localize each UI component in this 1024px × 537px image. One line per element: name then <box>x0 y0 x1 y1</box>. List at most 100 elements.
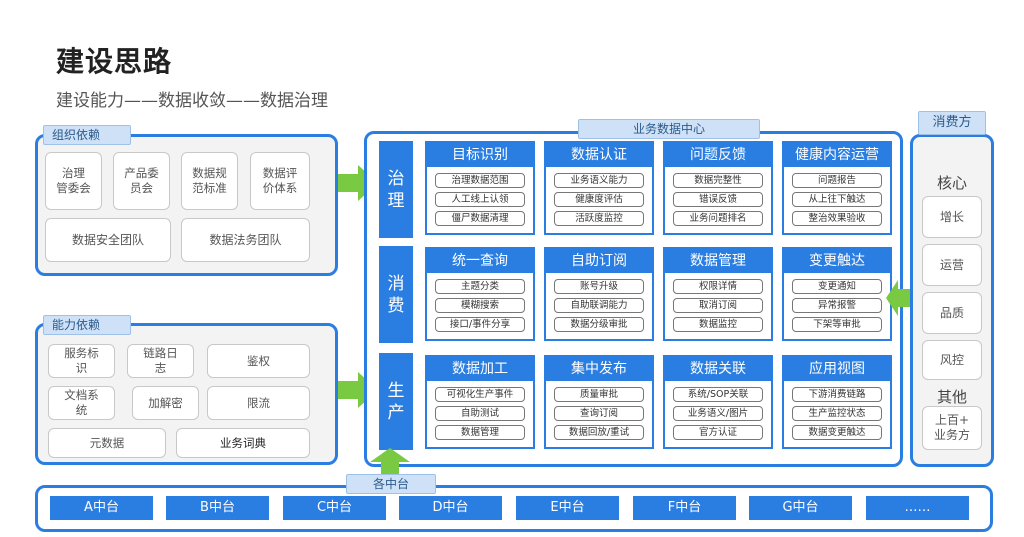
consumer-box: 品质 <box>922 292 982 334</box>
platform-item: E中台 <box>516 496 619 520</box>
business-data-center-label: 业务数据中心 <box>578 119 760 139</box>
card-item: 质量审批 <box>554 387 644 402</box>
card-title: 问题反馈 <box>665 143 771 167</box>
page-subtitle: 建设能力——数据收敛——数据治理 <box>56 91 328 111</box>
card-item: 数据管理 <box>435 425 525 440</box>
function-card: 数据管理 权限详情 取消订阅 数据监控 <box>663 247 773 341</box>
card-item: 僵尸数据清理 <box>435 211 525 226</box>
card-item: 取消订阅 <box>673 298 763 313</box>
card-item: 下架等审批 <box>792 317 882 332</box>
consumer-box: 运营 <box>922 244 982 286</box>
card-item: 系统/SOP关联 <box>673 387 763 402</box>
function-card: 数据加工 可视化生产事件 自助测试 数据管理 <box>425 355 535 449</box>
card-item: 治理数据范围 <box>435 173 525 188</box>
org-team-box: 数据安全团队 <box>45 218 171 262</box>
card-item: 自助联调能力 <box>554 298 644 313</box>
card-item: 数据回放/重试 <box>554 425 644 440</box>
card-item: 数据变更触达 <box>792 425 882 440</box>
card-item: 权限详情 <box>673 279 763 294</box>
org-box: 数据规 范标准 <box>181 152 238 210</box>
card-title: 集中发布 <box>546 357 652 381</box>
card-item: 数据完整性 <box>673 173 763 188</box>
function-card: 应用视图 下游消费链路 生产监控状态 数据变更触达 <box>782 355 892 449</box>
row-label-production: 生 产 <box>379 353 413 450</box>
capability-box: 文档系 统 <box>48 386 115 420</box>
platform-item: B中台 <box>166 496 269 520</box>
org-box: 治理 管委会 <box>45 152 102 210</box>
card-item: 变更通知 <box>792 279 882 294</box>
card-item: 业务语义/图片 <box>673 406 763 421</box>
capability-dependency-label: 能力依赖 <box>43 315 131 335</box>
page-title: 建设思路 <box>56 45 173 78</box>
card-item: 业务语义能力 <box>554 173 644 188</box>
row-label-consumption: 消 费 <box>379 246 413 343</box>
card-item: 官方认证 <box>673 425 763 440</box>
row-label-governance: 治 理 <box>379 141 413 238</box>
card-item: 可视化生产事件 <box>435 387 525 402</box>
function-card: 统一查询 主题分类 模糊搜索 接口/事件分享 <box>425 247 535 341</box>
org-box: 产品委 员会 <box>113 152 170 210</box>
up-arrow-icon <box>370 448 410 476</box>
card-title: 数据认证 <box>546 143 652 167</box>
card-item: 查询订阅 <box>554 406 644 421</box>
card-item: 主题分类 <box>435 279 525 294</box>
card-title: 变更触达 <box>784 249 890 273</box>
card-item: 生产监控状态 <box>792 406 882 421</box>
function-card: 数据关联 系统/SOP关联 业务语义/图片 官方认证 <box>663 355 773 449</box>
platforms-label: 各中台 <box>346 474 436 494</box>
platform-item: …… <box>866 496 969 520</box>
consumer-label: 消费方 <box>918 111 986 135</box>
function-card: 问题反馈 数据完整性 错误反馈 业务问题排名 <box>663 141 773 235</box>
consumer-other-label: 其他 <box>936 388 967 406</box>
card-item: 异常报警 <box>792 298 882 313</box>
org-dependency-label: 组织依赖 <box>43 125 131 145</box>
consumer-box: 上百+ 业务方 <box>922 406 982 450</box>
card-title: 数据管理 <box>665 249 771 273</box>
function-card: 健康内容运营 问题报告 从上往下触达 整治效果验收 <box>782 141 892 235</box>
card-title: 自助订阅 <box>546 249 652 273</box>
card-item: 活跃度监控 <box>554 211 644 226</box>
capability-box: 限流 <box>207 386 310 420</box>
capability-box: 鉴权 <box>207 344 310 378</box>
platform-item: G中台 <box>749 496 852 520</box>
platform-item: F中台 <box>633 496 736 520</box>
consumer-core-label: 核心 <box>936 174 967 192</box>
function-card: 集中发布 质量审批 查询订阅 数据回放/重试 <box>544 355 654 449</box>
card-title: 数据加工 <box>427 357 533 381</box>
platform-item: C中台 <box>283 496 386 520</box>
platform-item: D中台 <box>399 496 502 520</box>
org-box: 数据评 价体系 <box>250 152 310 210</box>
card-item: 整治效果验收 <box>792 211 882 226</box>
card-item: 模糊搜索 <box>435 298 525 313</box>
capability-box: 加解密 <box>132 386 199 420</box>
card-item: 从上往下触达 <box>792 192 882 207</box>
capability-box: 元数据 <box>48 428 166 458</box>
card-item: 账号升级 <box>554 279 644 294</box>
capability-box: 业务词典 <box>176 428 310 458</box>
function-card: 自助订阅 账号升级 自助联调能力 数据分级审批 <box>544 247 654 341</box>
capability-box: 链路日 志 <box>127 344 194 378</box>
card-item: 数据监控 <box>673 317 763 332</box>
capability-box: 服务标 识 <box>48 344 115 378</box>
card-item: 健康度评估 <box>554 192 644 207</box>
consumer-box: 增长 <box>922 196 982 238</box>
card-title: 统一查询 <box>427 249 533 273</box>
card-item: 人工线上认领 <box>435 192 525 207</box>
function-card: 变更触达 变更通知 异常报警 下架等审批 <box>782 247 892 341</box>
card-item: 下游消费链路 <box>792 387 882 402</box>
card-item: 业务问题排名 <box>673 211 763 226</box>
function-card: 数据认证 业务语义能力 健康度评估 活跃度监控 <box>544 141 654 235</box>
card-item: 数据分级审批 <box>554 317 644 332</box>
platform-item: A中台 <box>50 496 153 520</box>
function-card: 目标识别 治理数据范围 人工线上认领 僵尸数据清理 <box>425 141 535 235</box>
card-item: 问题报告 <box>792 173 882 188</box>
card-title: 目标识别 <box>427 143 533 167</box>
card-item: 错误反馈 <box>673 192 763 207</box>
card-item: 接口/事件分享 <box>435 317 525 332</box>
consumer-box: 风控 <box>922 340 982 380</box>
card-title: 数据关联 <box>665 357 771 381</box>
org-team-box: 数据法务团队 <box>181 218 310 262</box>
card-title: 应用视图 <box>784 357 890 381</box>
card-title: 健康内容运营 <box>784 143 890 167</box>
card-item: 自助测试 <box>435 406 525 421</box>
